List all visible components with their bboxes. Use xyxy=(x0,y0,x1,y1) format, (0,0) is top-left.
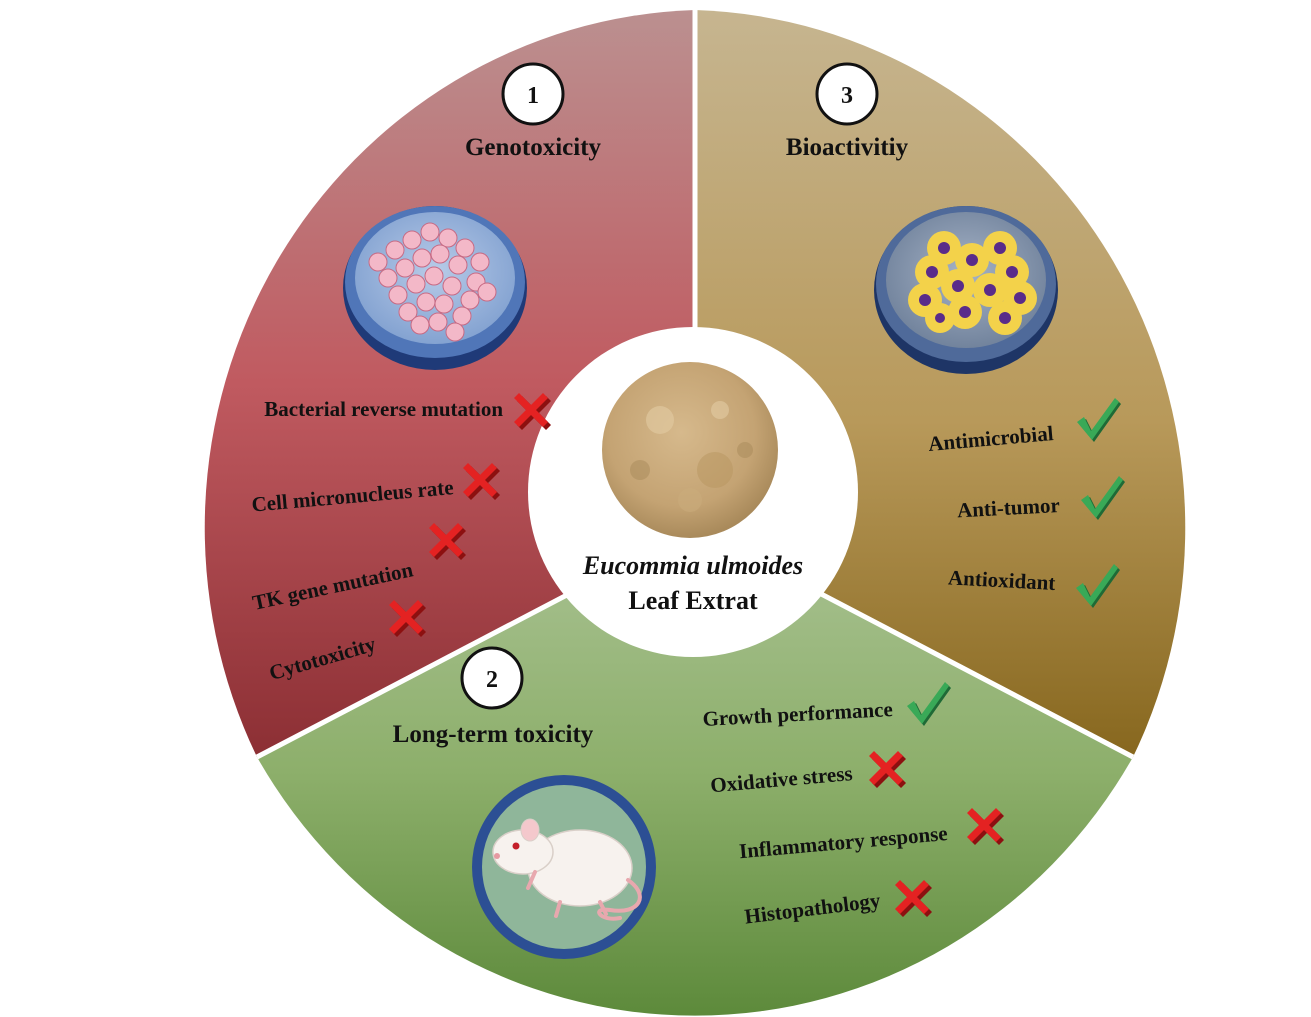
long-term-number-badge xyxy=(460,646,524,710)
petri-dish-cell-cluster-icon xyxy=(343,206,527,370)
long-term-number: 2 xyxy=(486,667,498,693)
bioactivity-title: Bioactivitiy xyxy=(786,134,909,161)
genotoxicity-number: 1 xyxy=(527,83,539,109)
genotoxicity-number-badge xyxy=(501,62,565,126)
rat-icon xyxy=(472,775,656,959)
petri-dish-yellow-cells-icon xyxy=(874,206,1058,374)
center-title-line1: Eucommia ulmoides xyxy=(582,551,803,580)
long-term-title: Long-term toxicity xyxy=(393,721,594,748)
genotoxicity-item-1: Bacterial reverse mutation xyxy=(264,397,503,421)
bioactivity-item-2: Anti-tumor xyxy=(956,493,1060,522)
bioactivity-number: 3 xyxy=(841,83,853,109)
center-title-line2: Leaf Extrat xyxy=(628,586,758,615)
leaf-powder-image xyxy=(602,362,778,538)
genotoxicity-title: Genotoxicity xyxy=(465,134,602,161)
bioactivity-number-badge xyxy=(815,62,879,126)
bioactivity-item-3: Antioxidant xyxy=(948,565,1056,595)
